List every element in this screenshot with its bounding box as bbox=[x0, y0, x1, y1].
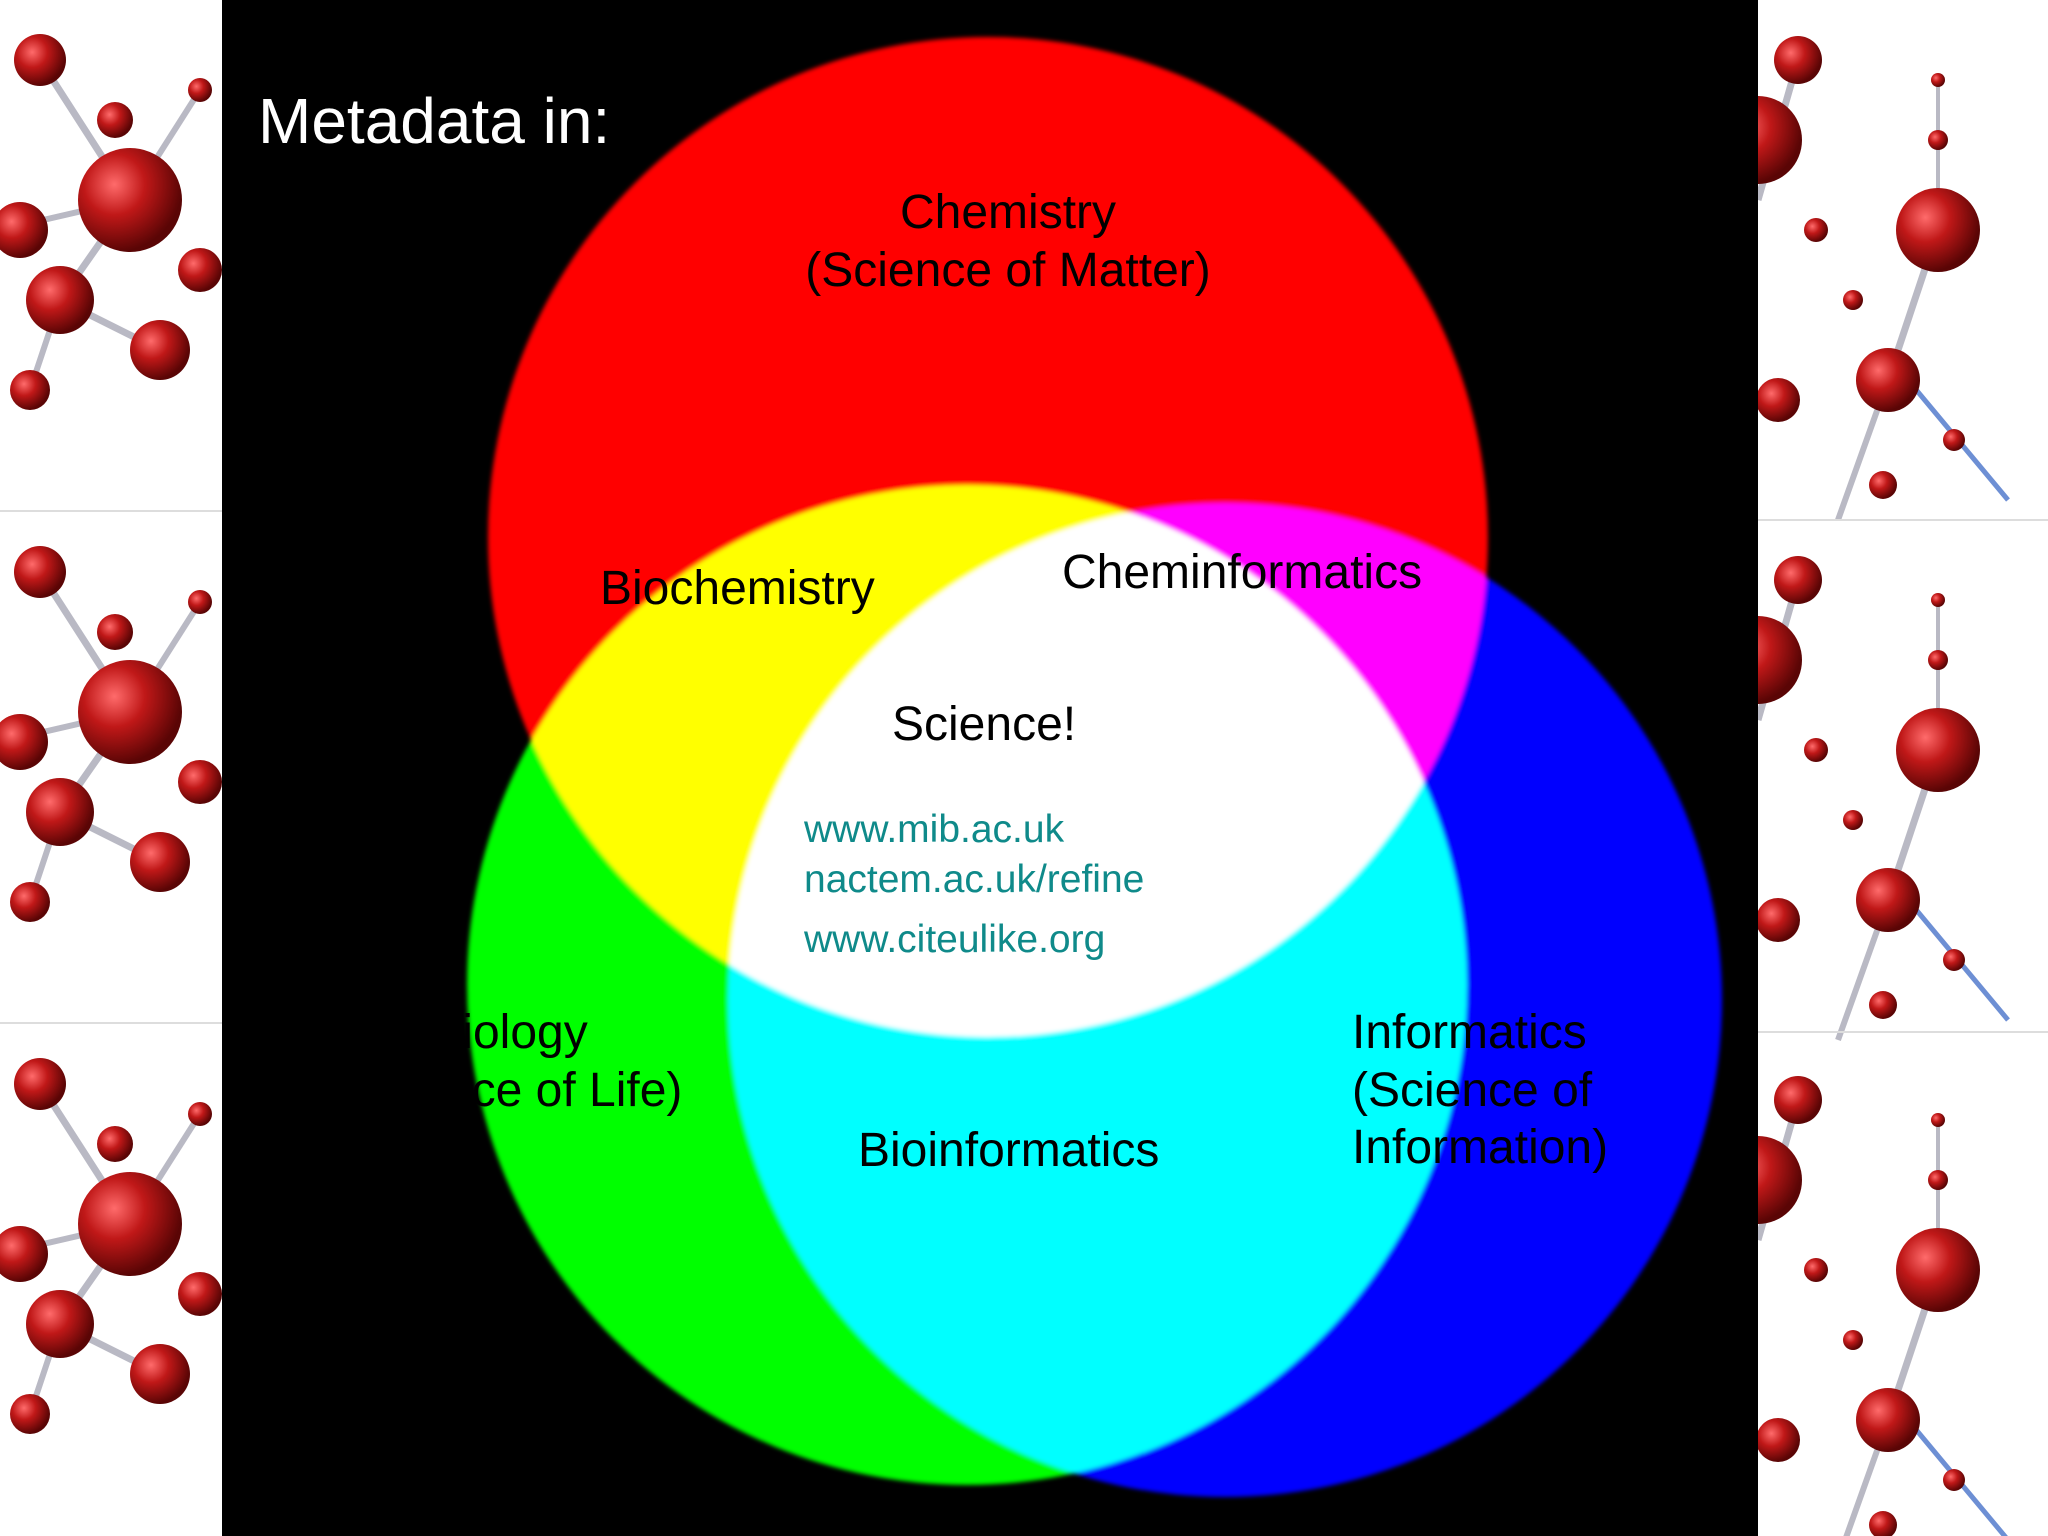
molecule-image-right bbox=[1758, 0, 2048, 1536]
cheminformatics-label: Cheminformatics bbox=[1062, 546, 1423, 599]
slide-title: Metadata in: bbox=[258, 85, 611, 157]
informatics-circle bbox=[728, 503, 1722, 1497]
biology-name: Biology bbox=[430, 1006, 588, 1059]
venn-diagram bbox=[467, 37, 1722, 1497]
chemistry-subtitle: (Science of Matter) bbox=[805, 243, 1211, 297]
informatics-subtitle-line1: (Science of bbox=[1352, 1063, 1593, 1117]
biochemistry-label: Biochemistry bbox=[600, 562, 875, 615]
link-mib[interactable]: www.mib.ac.uk bbox=[804, 808, 1065, 851]
link-nactem[interactable]: nactem.ac.uk/refine bbox=[804, 858, 1145, 901]
biology-subtitle: (Science of Life) bbox=[335, 1063, 683, 1117]
molecule-illustration-right bbox=[1758, 36, 2048, 1536]
science-center-label: Science! bbox=[892, 698, 1077, 751]
link-citeulike[interactable]: www.citeulike.org bbox=[804, 918, 1106, 961]
chemistry-label: Chemistry (Science of Matter) bbox=[788, 184, 1228, 299]
biology-label: Biology (Science of Life) bbox=[314, 1004, 704, 1119]
informatics-name: Informatics bbox=[1352, 1006, 1587, 1059]
informatics-subtitle-line2: Information) bbox=[1352, 1121, 1609, 1175]
informatics-label: Informatics (Science of Information) bbox=[1352, 1004, 1608, 1177]
venn-slide: Metadata in: Chemistry (Science of Matte… bbox=[222, 0, 1758, 1536]
chemistry-name: Chemistry bbox=[899, 186, 1117, 239]
molecule-image-left bbox=[0, 0, 222, 1536]
molecule-illustration-left bbox=[0, 34, 222, 1536]
bioinformatics-label: Bioinformatics bbox=[858, 1124, 1160, 1177]
